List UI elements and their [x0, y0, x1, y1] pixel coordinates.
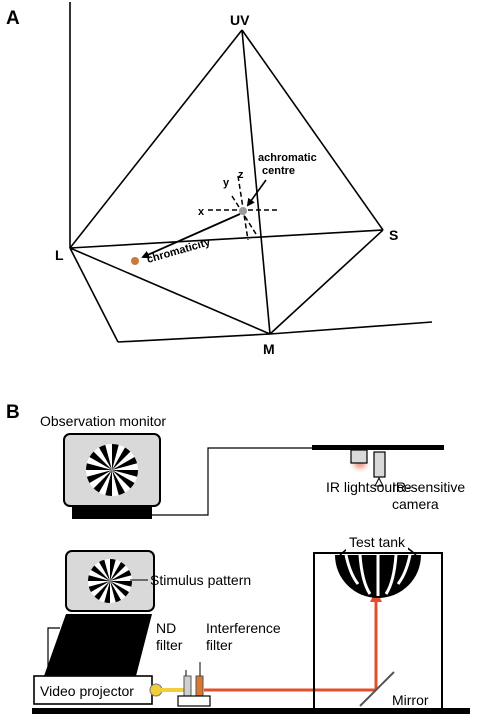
- filter-holder: [177, 695, 211, 707]
- mirror-label: Mirror: [392, 692, 429, 708]
- achromatic-label-line1: achromatic: [258, 152, 317, 164]
- projector-cable: [47, 627, 60, 672]
- ir-camera-lens-icon: [374, 476, 384, 487]
- frame-bottom-line: [117, 333, 271, 343]
- x-axis-label: x: [198, 206, 205, 218]
- edge-uv-m: [241, 29, 271, 335]
- video-projector-box: [33, 675, 153, 705]
- observation-monitor-label: Observation monitor: [40, 413, 166, 429]
- test-tank-dome: [335, 536, 421, 598]
- nd-filter-icon: [183, 675, 192, 699]
- ir-camera-label-line1: IR-sensitive: [392, 479, 465, 495]
- vertex-l-label: L: [55, 247, 64, 263]
- ir-lightsource-label: IR lightsource: [326, 479, 412, 495]
- interference-label-line2: filter: [206, 637, 233, 653]
- achromatic-label-line2: centre: [262, 165, 295, 177]
- ir-camera-icon: [373, 451, 386, 478]
- panel-b-label: B: [6, 402, 20, 423]
- panel-b: B Observation monitor IR lightsource IR-…: [6, 402, 470, 714]
- z-axis-label: z: [238, 169, 244, 181]
- edge-uv-s: [241, 29, 384, 231]
- interference-label-line1: Interference: [206, 620, 281, 636]
- ir-lightsource-icon: [350, 449, 368, 464]
- interference-filter-icon: [195, 675, 204, 699]
- panel-a: A UV L S M x y z achromatic cen: [6, 2, 433, 357]
- test-tank-label: Test tank: [349, 534, 406, 550]
- mirror-icon: [359, 671, 395, 707]
- vertex-s-label: S: [389, 227, 398, 243]
- test-tank-label-bg: [346, 533, 408, 551]
- edge-uv-l: [69, 29, 243, 249]
- tetrahedron: [69, 29, 384, 335]
- stimulus-pattern-label: Stimulus pattern: [150, 572, 251, 588]
- vertex-uv-label: UV: [230, 12, 250, 28]
- stimulus-screen: [44, 550, 155, 676]
- edge-l-m: [69, 247, 271, 335]
- edge-s-m: [269, 229, 384, 335]
- monitor-cable: [152, 447, 320, 516]
- observation-monitor: [63, 433, 161, 519]
- nd-filter-label-line2: filter: [156, 637, 183, 653]
- achromatic-centre-point: [239, 207, 247, 215]
- vertex-m-label: M: [263, 341, 275, 357]
- video-projector-label: Video projector: [40, 683, 134, 699]
- achromatic-arrow: [246, 179, 267, 207]
- chromaticity-arrow: [141, 213, 241, 259]
- frame-lower-left-line: [69, 247, 119, 343]
- ir-camera-label-line2: camera: [392, 496, 439, 512]
- chromaticity-point: [131, 257, 139, 265]
- observation-pinwheel: [86, 444, 138, 496]
- panel-a-label: A: [6, 8, 20, 29]
- stimulus-pinwheel: [88, 559, 132, 603]
- ceiling-bar: [312, 445, 444, 450]
- frame-bottom-right-line: [269, 321, 433, 335]
- nd-filter-label-line1: ND: [156, 620, 176, 636]
- floor-bar: [32, 708, 470, 714]
- edge-l-s: [69, 229, 384, 249]
- y-axis-label: y: [223, 177, 230, 189]
